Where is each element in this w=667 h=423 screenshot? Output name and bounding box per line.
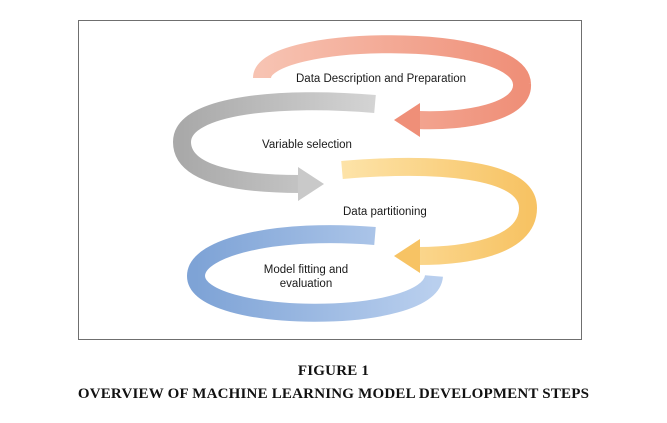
figure-number: FIGURE 1	[297, 363, 370, 379]
step-arrow-variable-selection	[172, 92, 376, 201]
step-arrow-data-preparation	[253, 35, 531, 137]
step-arrow-model-fitting	[186, 225, 443, 322]
step-label-model-fitting: Model fitting and evaluation	[263, 264, 349, 290]
figure-title: OVERVIEW OF MACHINE LEARNING MODEL DEVEL…	[77, 386, 590, 402]
step-label-data-partitioning: Data partitioning	[343, 206, 427, 218]
step-label-variable-selection: Variable selection	[262, 139, 352, 151]
step-label-data-preparation: Data Description and Preparation	[296, 73, 467, 85]
step-arrow-data-partitioning	[341, 157, 538, 273]
